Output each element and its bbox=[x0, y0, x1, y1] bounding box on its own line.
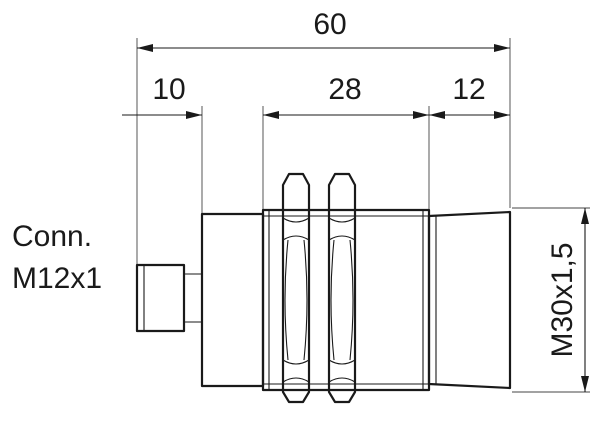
hex-nut-left bbox=[281, 172, 311, 404]
sensing-face-cap bbox=[427, 210, 512, 390]
connector-label: Conn. M12x1 bbox=[12, 220, 102, 295]
connector-label-line2: M12x1 bbox=[12, 262, 102, 295]
connector-plug bbox=[135, 263, 202, 333]
dimension-cap-length: 12 bbox=[429, 73, 510, 119]
dimension-connector-length-text: 10 bbox=[152, 73, 185, 106]
hex-nut-right bbox=[327, 172, 357, 404]
connector-label-line1: Conn. bbox=[12, 220, 92, 253]
dimension-overall-length-text: 60 bbox=[313, 8, 346, 41]
sensor-rear-body bbox=[200, 212, 265, 388]
dimension-thread-length-text: 28 bbox=[328, 73, 361, 106]
dimension-thread-size: M30x1,5 bbox=[546, 208, 589, 392]
dimension-thread-length: 28 bbox=[263, 73, 429, 119]
dimension-thread-size-text: M30x1,5 bbox=[546, 242, 579, 357]
dimension-connector-length: 10 bbox=[122, 73, 202, 119]
dimension-overall-length: 60 bbox=[137, 8, 510, 52]
dimension-cap-length-text: 12 bbox=[452, 73, 485, 106]
